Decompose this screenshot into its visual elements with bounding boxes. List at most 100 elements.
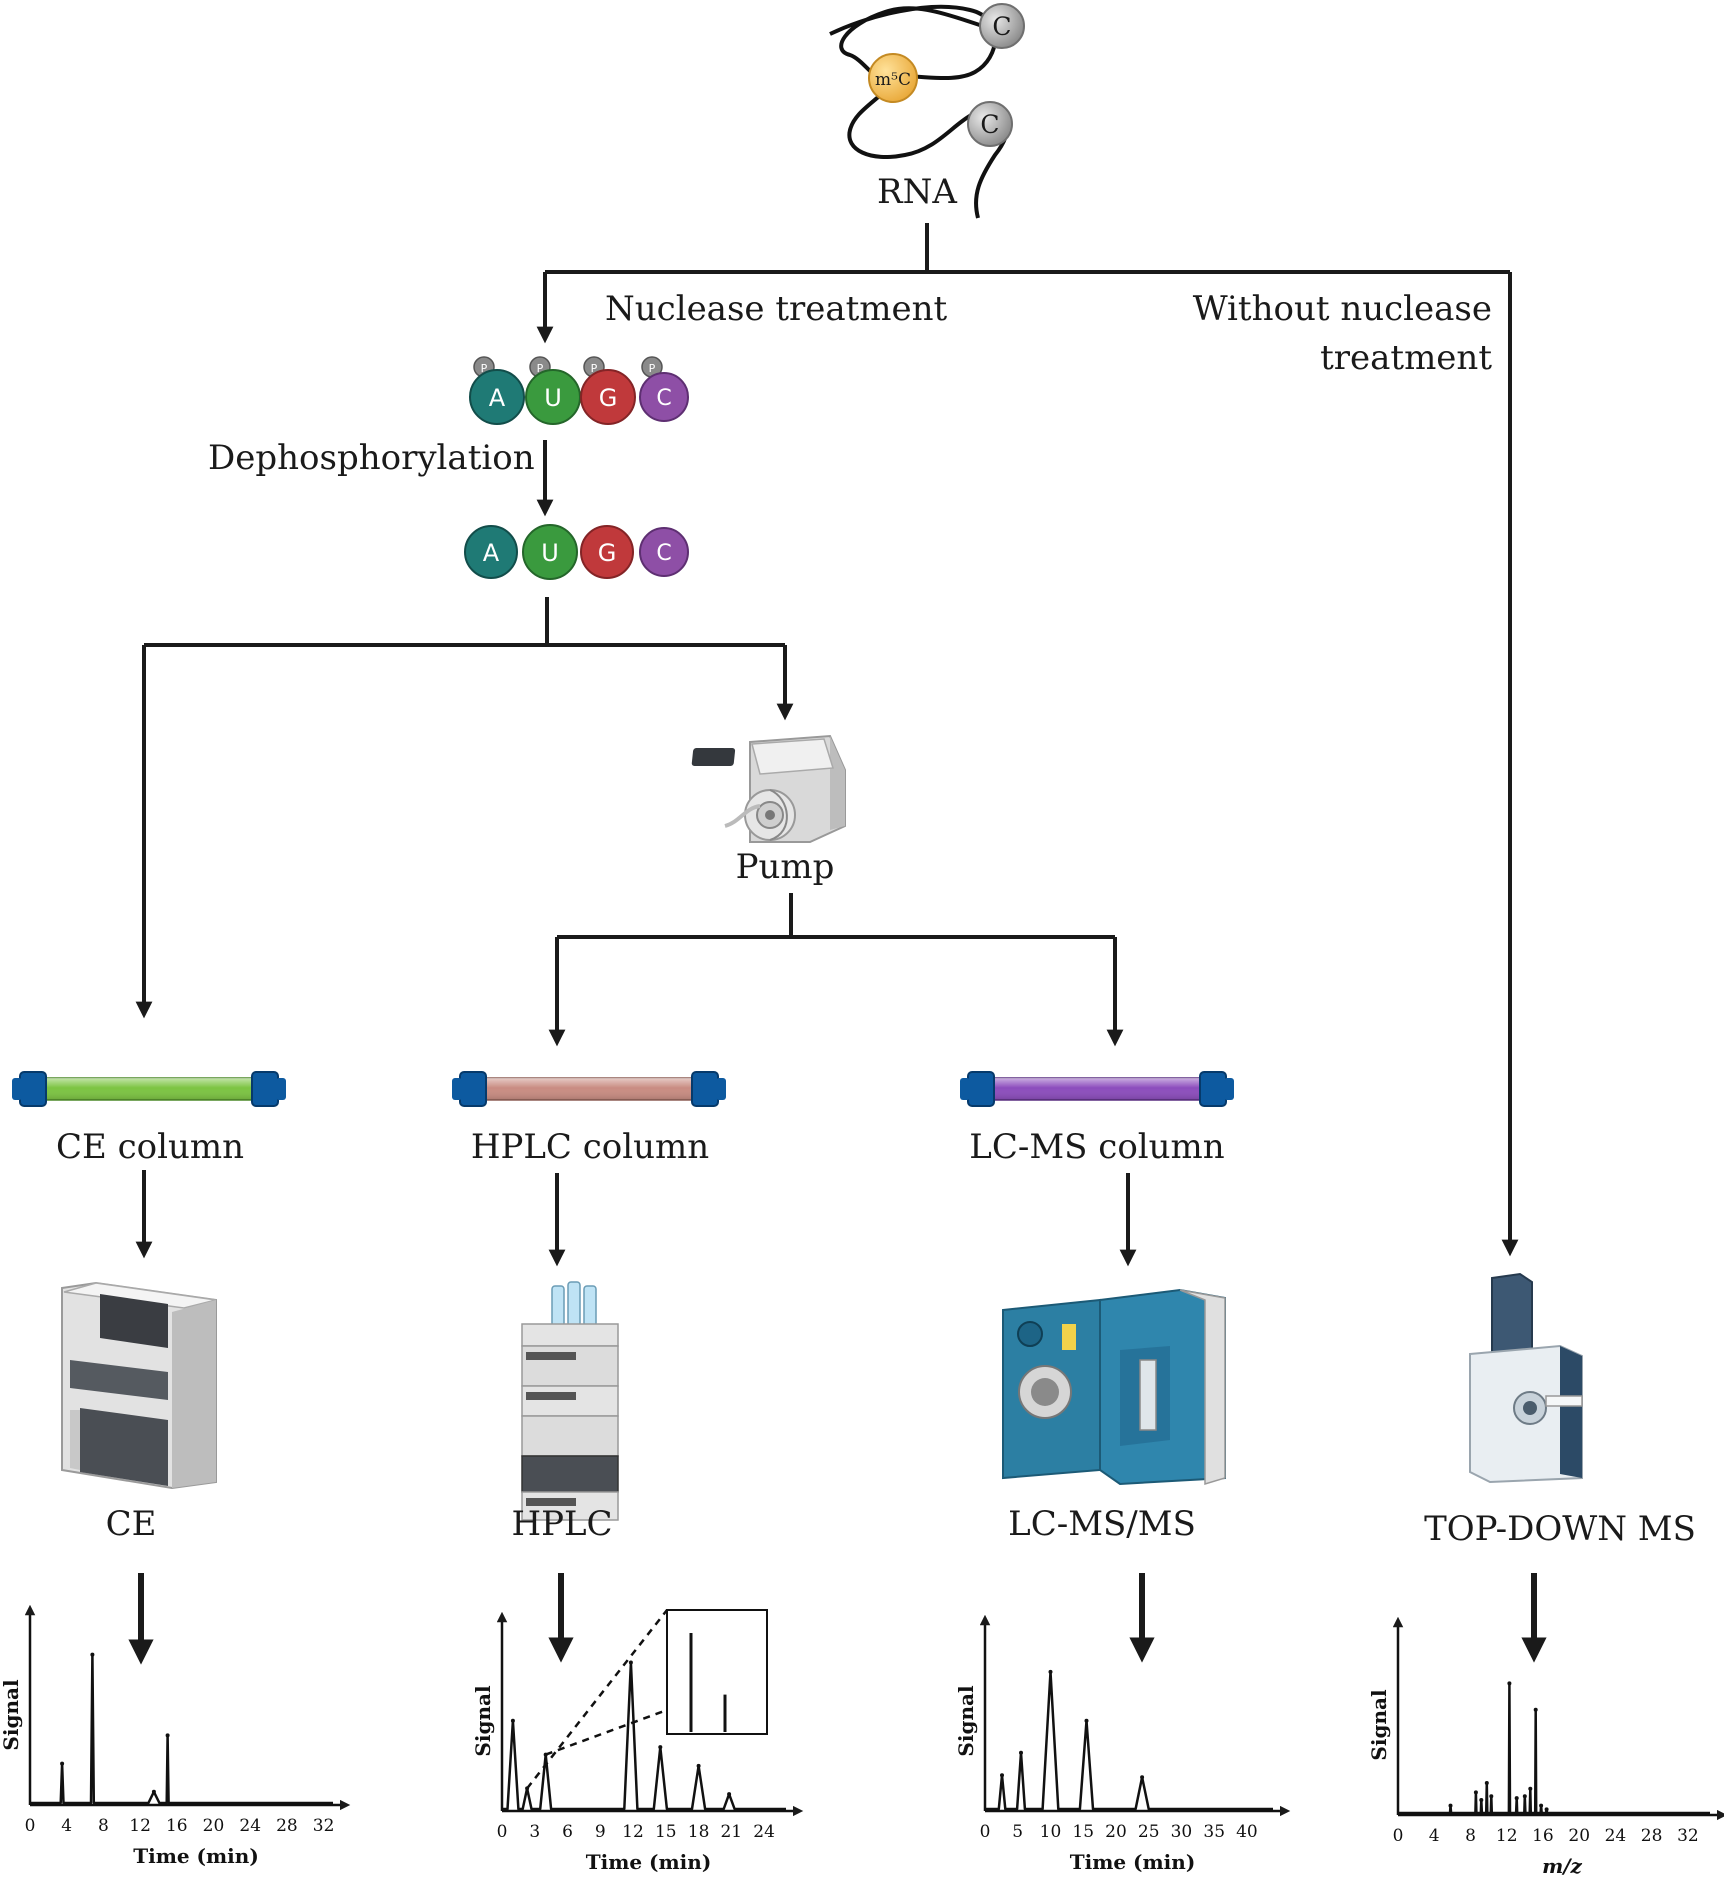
peak-2 xyxy=(151,1789,156,1794)
x-axis-label: Time (min) xyxy=(133,1844,259,1868)
peak-3 xyxy=(628,1660,633,1665)
rna-node-m5c-label: m⁵C xyxy=(875,70,911,90)
x-tick-label: 0 xyxy=(980,1822,991,1842)
peak-6 xyxy=(727,1792,732,1797)
hplc-instrument-label: HPLC xyxy=(511,1504,612,1544)
x-tick-label: 32 xyxy=(1677,1826,1699,1846)
peak-0 xyxy=(510,1718,515,1723)
x-tick-label: 10 xyxy=(1040,1822,1062,1842)
topdown-ms-instrument-label: TOP-DOWN MS xyxy=(1424,1509,1696,1549)
peak-6 xyxy=(1514,1796,1519,1801)
without-nuclease-label-line2: treatment xyxy=(1320,338,1492,378)
peak-4 xyxy=(1489,1794,1494,1799)
nucleotide-a-label: A xyxy=(489,384,506,412)
nucleotide-c-label: C xyxy=(656,386,671,411)
nucleoside-u-circle xyxy=(522,524,578,580)
nucleoside-u-label: U xyxy=(541,539,559,567)
y-axis-label: Signal xyxy=(954,1685,978,1757)
x-tick-label: 12 xyxy=(622,1822,644,1842)
peak-1 xyxy=(1473,1790,1478,1795)
x-tick-label: 0 xyxy=(497,1822,508,1842)
peak-2 xyxy=(1479,1798,1484,1802)
peak-3 xyxy=(1484,1781,1489,1785)
nucleoside-a-label: A xyxy=(483,539,500,567)
peak-8 xyxy=(1528,1786,1533,1791)
peak-4 xyxy=(658,1745,663,1750)
nucleotide-u-label: U xyxy=(544,384,562,412)
lcms-column-icon xyxy=(960,1071,1234,1107)
rna-label: RNA xyxy=(877,172,957,212)
x-tick-label: 21 xyxy=(720,1822,742,1842)
ce-instrument-label: CE xyxy=(106,1504,157,1544)
without-nuclease-label-line1: Without nuclease xyxy=(1193,289,1492,329)
nucleotide-g-label: G xyxy=(599,384,618,412)
x-tick-label: 8 xyxy=(1465,1826,1476,1846)
x-tick-label: 3 xyxy=(529,1822,540,1842)
inset-zoom-line xyxy=(526,1609,668,1790)
flow-connectors xyxy=(135,223,1519,1267)
x-tick-label: 25 xyxy=(1138,1822,1160,1842)
x-tick-label: 9 xyxy=(595,1822,606,1842)
x-tick-label: 8 xyxy=(98,1816,109,1836)
rna-node-m5c xyxy=(868,53,918,103)
signal-trace xyxy=(1398,1682,1710,1815)
signal-trace xyxy=(985,1670,1273,1811)
peak-10 xyxy=(1539,1803,1544,1808)
x-tick-label: 16 xyxy=(166,1816,188,1836)
x-tick-label: 24 xyxy=(753,1822,775,1842)
lcms-instrument-icon xyxy=(1002,1288,1226,1486)
x-tick-label: 12 xyxy=(129,1816,151,1836)
peak-5 xyxy=(1507,1681,1512,1686)
nucleotide-c: P C xyxy=(639,356,689,422)
result-arrows xyxy=(128,1573,1547,1665)
peak-9 xyxy=(1533,1707,1538,1712)
y-axis-label: Signal xyxy=(471,1685,495,1757)
x-tick-label: 24 xyxy=(1605,1826,1627,1846)
nucleotide-a: P A xyxy=(469,356,525,425)
peak-2 xyxy=(1048,1669,1053,1674)
x-tick-label: 18 xyxy=(688,1822,710,1842)
x-tick-label: 15 xyxy=(1072,1822,1094,1842)
peak-0 xyxy=(1000,1773,1004,1778)
peak-3 xyxy=(1084,1718,1089,1723)
lcms-column-label: LC-MS column xyxy=(969,1127,1224,1167)
y-axis-label: Signal xyxy=(1367,1689,1391,1761)
inset-zoom-line xyxy=(545,1708,668,1756)
phosphate-badge-label: P xyxy=(481,362,488,375)
ce-column-icon xyxy=(12,1071,286,1107)
ce-instrument-icon xyxy=(61,1281,217,1490)
nucleoside-c-circle xyxy=(639,527,689,577)
peristaltic-pump-icon xyxy=(691,734,846,843)
peak-1 xyxy=(90,1652,95,1657)
x-tick-label: 16 xyxy=(1532,1826,1554,1846)
nucleosides: A U G C xyxy=(464,524,689,580)
nucleotide-u: P U xyxy=(525,356,581,425)
hplc-column-label: HPLC column xyxy=(471,1127,709,1167)
phosphate-badge-label: P xyxy=(537,362,544,375)
nucleoside-c-label: C xyxy=(656,541,671,566)
pump-label: Pump xyxy=(736,847,835,887)
x-tick-label: 24 xyxy=(239,1816,261,1836)
y-axis-label: Signal xyxy=(0,1679,23,1751)
phosphate-badge-label: P xyxy=(649,362,656,375)
peak-4 xyxy=(1140,1775,1145,1780)
topdown-ms-instrument-icon xyxy=(1469,1272,1583,1484)
nucleotide-g: P G xyxy=(580,356,636,425)
lcms-instrument-label: LC-MS/MS xyxy=(1008,1504,1196,1544)
x-tick-label: 20 xyxy=(1568,1826,1590,1846)
x-axis-label: Time (min) xyxy=(586,1850,712,1874)
x-tick-label: 30 xyxy=(1171,1822,1193,1842)
x-tick-label: 32 xyxy=(313,1816,335,1836)
x-tick-label: 28 xyxy=(1641,1826,1663,1846)
zoom-inset-box xyxy=(666,1609,768,1735)
phosphate-badge-label: P xyxy=(591,362,598,375)
x-tick-label: 5 xyxy=(1012,1822,1023,1842)
x-tick-label: 4 xyxy=(1429,1826,1440,1846)
x-tick-label: 40 xyxy=(1236,1822,1258,1842)
nucleotide-monophosphates: P A P U P G P C xyxy=(469,356,689,425)
x-tick-label: 0 xyxy=(1393,1826,1404,1846)
